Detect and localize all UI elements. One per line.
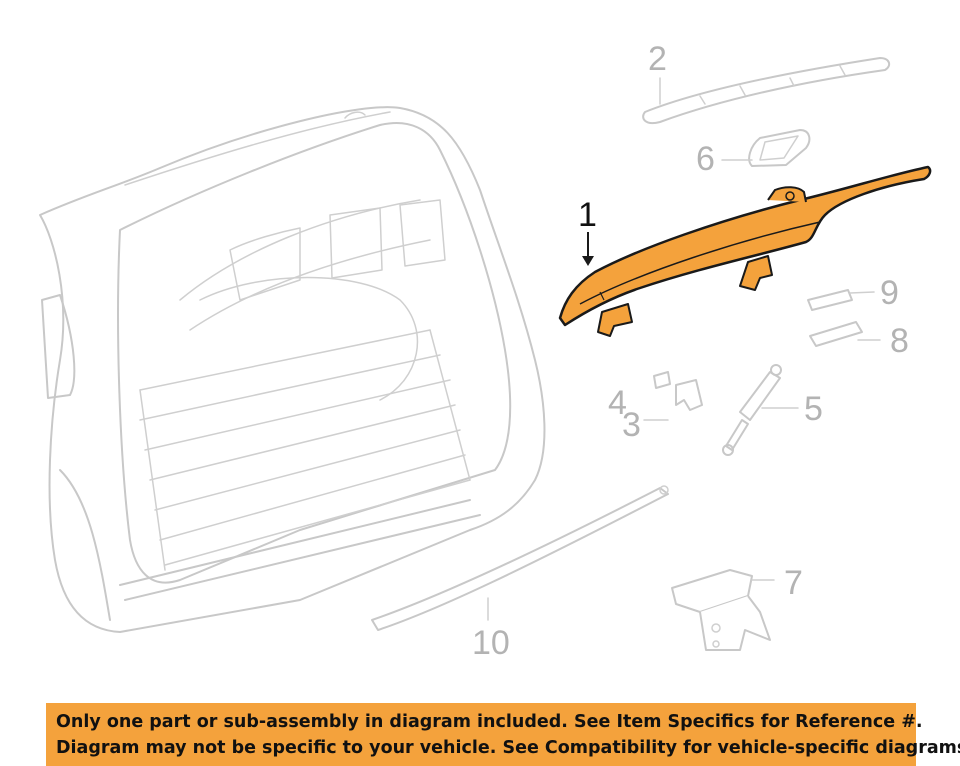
part-8-plate — [809, 321, 881, 347]
callout-1: 1 — [578, 196, 597, 234]
callout-5: 5 — [804, 390, 823, 428]
part-4-bracket — [653, 371, 671, 389]
callout-7: 7 — [784, 564, 803, 602]
part-2-spoiler-molding — [642, 57, 891, 124]
callout-2: 2 — [648, 40, 667, 78]
callout-6: 6 — [696, 140, 715, 178]
part-10-weatherstrip — [371, 485, 669, 631]
part-1-highlighted-panel — [558, 165, 932, 337]
disclaimer-banner: Only one part or sub-assembly in diagram… — [46, 703, 960, 766]
callout-9: 9 — [880, 274, 899, 312]
vehicle-body-illustration — [39, 106, 546, 633]
disclaimer-line-1: Only one part or sub-assembly in diagram… — [56, 711, 923, 732]
part-6-lamp — [748, 129, 811, 167]
callout-3: 3 — [622, 406, 641, 444]
callout-4: 4 — [608, 384, 627, 422]
disclaimer-line-2: Diagram may not be specific to your vehi… — [56, 737, 960, 758]
callout-10: 10 — [472, 624, 510, 662]
callout-8: 8 — [890, 322, 909, 360]
part-7-latch — [671, 569, 775, 651]
part-9-plate — [807, 289, 875, 311]
part-3-hinge — [643, 379, 703, 421]
part-5-gas-strut — [722, 364, 799, 456]
parts-diagram: 1 2 6 9 8 4 3 5 7 10 — [39, 40, 932, 662]
